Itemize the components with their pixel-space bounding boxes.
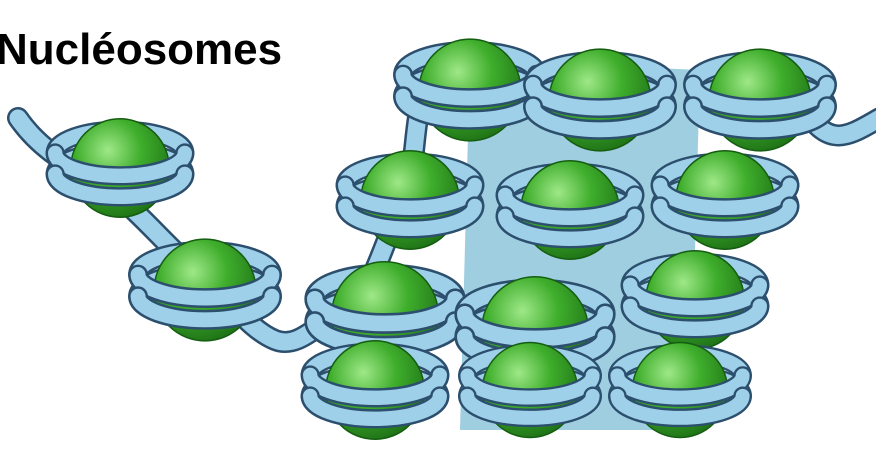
nucleosome bbox=[693, 49, 827, 151]
nucleosome bbox=[310, 341, 440, 439]
nucleosome bbox=[55, 119, 185, 217]
nucleosome bbox=[345, 151, 475, 249]
